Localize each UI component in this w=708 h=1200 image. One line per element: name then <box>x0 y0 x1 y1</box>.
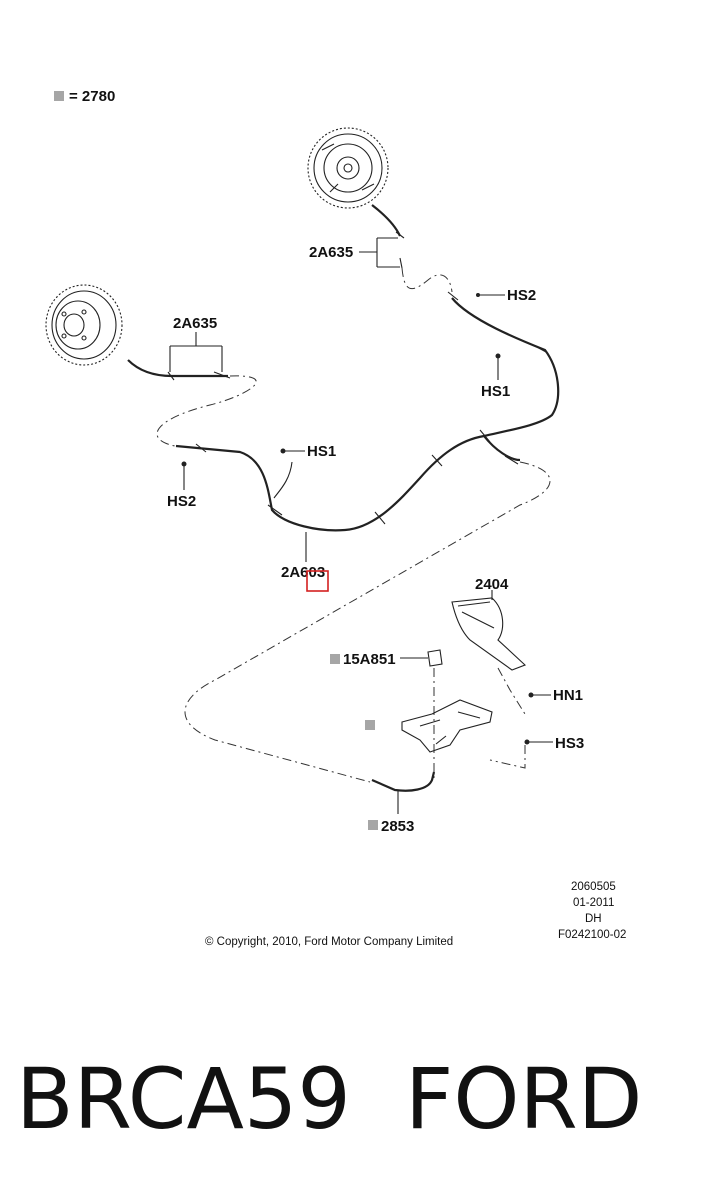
right-rear-drum <box>307 127 389 209</box>
info-line-1: 2060505 <box>571 881 616 893</box>
parking-brake-diagram: = 2780 2A635 HS2 HS1 2A635 <box>45 88 626 948</box>
label-hn1: HN1 <box>553 687 583 704</box>
label-2a603: 2A603 <box>281 564 325 581</box>
parking-brake-lever <box>401 699 493 753</box>
info-line-3: DH <box>585 913 602 925</box>
marker-lever <box>365 720 375 730</box>
left-rear-drum <box>45 284 123 366</box>
label-2a635-right: 2A635 <box>309 244 353 261</box>
copyright: © Copyright, 2010, Ford Motor Company Li… <box>205 936 453 948</box>
label-2404: 2404 <box>475 576 509 593</box>
label-hs1-center: HS1 <box>307 443 336 460</box>
caption-part-number: BRCA59 <box>16 1050 351 1148</box>
label-2853: 2853 <box>381 818 414 835</box>
marker-15a851 <box>330 654 340 664</box>
label-2a635-left: 2A635 <box>173 315 217 332</box>
marker-2853 <box>368 820 378 830</box>
highlight-box <box>306 570 329 592</box>
console-cover <box>451 597 527 671</box>
info-line-4: F0242100-02 <box>558 929 626 941</box>
label-hs2-right: HS2 <box>507 287 536 304</box>
label-hs1-right: HS1 <box>481 383 510 400</box>
label-15a851: 15A851 <box>343 651 396 668</box>
legend-text: = 2780 <box>69 88 115 105</box>
caption-brand: FORD <box>405 1050 643 1148</box>
legend-swatch <box>54 91 64 101</box>
label-hs3: HS3 <box>555 735 584 752</box>
caption: BRCA59 FORD <box>0 1050 708 1170</box>
info-line-2: 01-2011 <box>573 897 614 909</box>
label-hs2-left: HS2 <box>167 493 196 510</box>
